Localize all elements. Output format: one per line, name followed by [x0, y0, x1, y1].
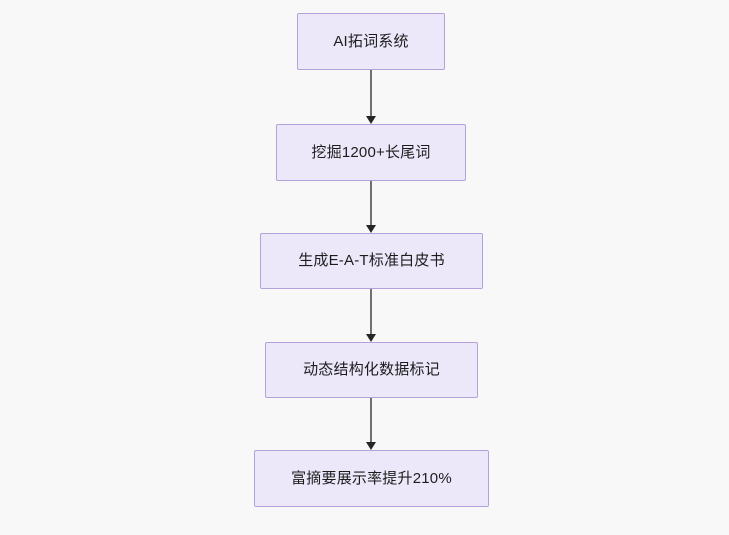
- flow-node-1[interactable]: AI拓词系统: [297, 13, 445, 70]
- flow-node-4-label: 动态结构化数据标记: [303, 361, 440, 378]
- flow-node-5-label: 富摘要展示率提升210%: [291, 469, 452, 487]
- flow-edge-2-line: [370, 181, 372, 225]
- flow-node-2-label: 挖掘1200+长尾词: [311, 143, 431, 161]
- flow-node-5[interactable]: 富摘要展示率提升210%: [254, 450, 489, 507]
- flow-edge-4-arrowhead: [366, 442, 376, 450]
- flow-node-4[interactable]: 动态结构化数据标记: [265, 342, 478, 398]
- flow-edge-3-line: [370, 289, 372, 334]
- flow-edge-2-arrowhead: [366, 225, 376, 233]
- flow-node-1-label: AI拓词系统: [333, 32, 409, 50]
- flow-edge-1-arrowhead: [366, 116, 376, 124]
- flow-edge-3-arrowhead: [366, 334, 376, 342]
- flow-node-3-label: 生成E-A-T标准白皮书: [298, 252, 445, 269]
- flow-edge-4-line: [370, 398, 372, 442]
- flow-node-2[interactable]: 挖掘1200+长尾词: [276, 124, 466, 181]
- flow-node-3[interactable]: 生成E-A-T标准白皮书: [260, 233, 483, 289]
- flow-edge-1-line: [370, 70, 372, 116]
